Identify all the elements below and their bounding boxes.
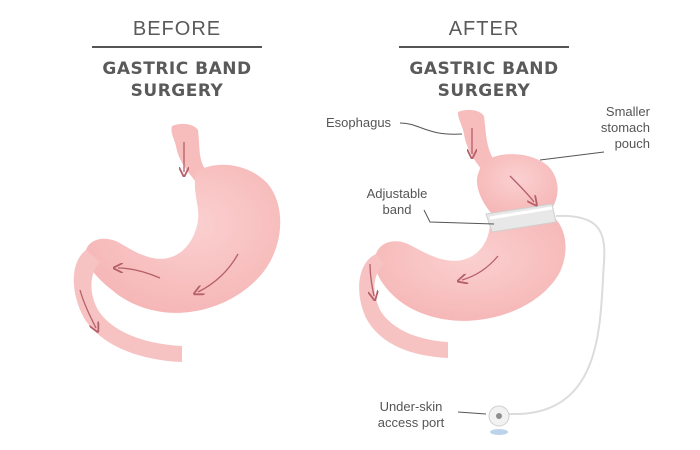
pouch-leader xyxy=(539,151,605,161)
after-arrow-2 xyxy=(509,175,534,202)
before-esophagus-shape xyxy=(171,123,206,182)
before-heading: BEFORE xyxy=(132,18,222,40)
before-stomach-shape xyxy=(85,164,281,313)
band-label-line2: band xyxy=(382,202,412,217)
band-label: Adjustable band xyxy=(358,186,436,218)
pouch-label-line1: Smaller xyxy=(605,104,650,119)
after-heading: AFTER xyxy=(448,18,520,40)
band-label-line1: Adjustable xyxy=(366,186,428,201)
after-stomach xyxy=(359,109,606,415)
access-tube xyxy=(504,214,606,415)
after-lower-stomach-shape xyxy=(374,216,566,321)
before-header: BEFORE GASTRIC BAND SURGERY xyxy=(92,18,262,102)
esophagus-label: Esophagus xyxy=(326,115,392,130)
before-divider xyxy=(92,46,262,48)
after-header: AFTER GASTRIC BAND SURGERY xyxy=(399,18,569,102)
port-label-line1: Under-skin xyxy=(379,399,443,414)
band-highlight xyxy=(489,206,553,220)
after-title-line2: SURGERY xyxy=(437,81,531,101)
port-leader xyxy=(457,411,487,415)
before-duodenum-shape xyxy=(73,250,182,362)
leader-lines xyxy=(399,122,605,415)
access-port xyxy=(488,405,510,435)
before-title-line2: SURGERY xyxy=(130,81,224,101)
before-arrow-2 xyxy=(198,253,239,292)
before-stomach xyxy=(73,123,281,362)
band-leader xyxy=(423,209,495,225)
before-title-line1: GASTRIC BAND xyxy=(102,59,252,79)
after-divider xyxy=(399,46,569,48)
before-arrow-4 xyxy=(79,289,96,328)
port-center xyxy=(496,413,502,419)
esophagus-leader xyxy=(399,122,463,135)
after-esophagus-shape xyxy=(458,109,494,170)
after-title-line1: GASTRIC BAND xyxy=(409,59,559,79)
pouch-label: Smaller stomach pouch xyxy=(570,104,650,152)
pouch-label-line3: pouch xyxy=(614,136,650,151)
before-arrow-3 xyxy=(118,268,161,279)
after-duodenum-shape xyxy=(359,254,448,358)
port-label-line2: access port xyxy=(377,415,445,430)
after-arrow-4 xyxy=(370,263,374,296)
port-label: Under-skin access port xyxy=(368,399,454,431)
port-shadow xyxy=(490,429,508,435)
pouch-label-line2: stomach xyxy=(600,120,650,135)
after-arrow-3 xyxy=(462,255,499,280)
